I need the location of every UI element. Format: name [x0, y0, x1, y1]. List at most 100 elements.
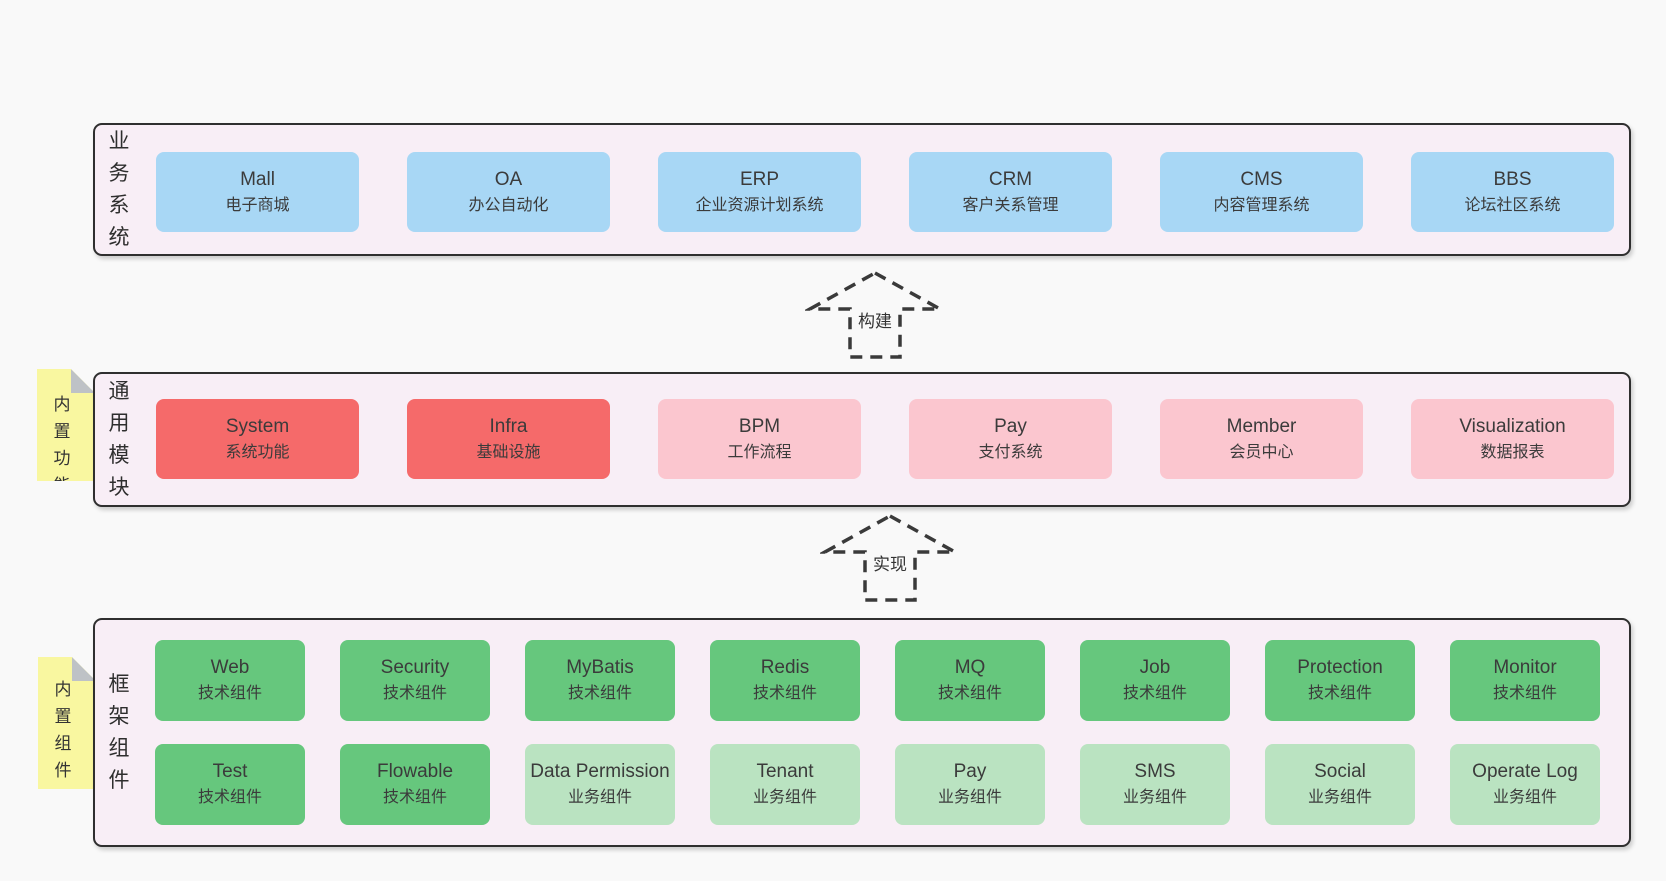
module-name: SMS: [1134, 761, 1176, 782]
module-name: OA: [494, 168, 523, 190]
module-subtitle: 基础设施: [476, 443, 541, 461]
module-subtitle: 技术组件: [382, 789, 447, 806]
sticky-note-label: 内置功能: [53, 395, 71, 495]
module-name: CRM: [988, 168, 1033, 190]
module-name: MQ: [954, 657, 986, 678]
module-subtitle: 业务组件: [567, 789, 632, 806]
module-subtitle: 论坛社区系统: [1464, 196, 1561, 214]
module-box-member: Member 会员中心: [1160, 399, 1363, 479]
module-box-oa: OA 办公自动化: [407, 152, 610, 232]
arrow-label: 构建: [853, 306, 897, 333]
module-box-pay: Pay 业务组件: [895, 744, 1045, 825]
module-subtitle: 工作流程: [727, 443, 792, 461]
section-label-vertical: 框架组件: [103, 620, 135, 845]
module-box-sms: SMS 业务组件: [1080, 744, 1230, 825]
module-subtitle: 支付系统: [978, 443, 1043, 461]
module-name: Redis: [760, 657, 810, 678]
module-subtitle: 系统功能: [225, 443, 290, 461]
module-name: ERP: [739, 168, 780, 190]
up-arrow-build-icon: 构建: [805, 270, 945, 360]
module-box-mq: MQ 技术组件: [895, 640, 1045, 721]
sticky-note-built-in-components: 内置组件: [38, 657, 96, 789]
folded-corner-icon: [71, 369, 95, 393]
module-name: Monitor: [1493, 657, 1557, 678]
module-subtitle: 技术组件: [197, 789, 262, 806]
module-subtitle: 客户关系管理: [962, 196, 1059, 214]
module-name: BBS: [1493, 168, 1532, 190]
module-name: Social: [1314, 761, 1366, 782]
section-label: 通用模块: [108, 379, 130, 499]
module-box-redis: Redis 技术组件: [710, 640, 860, 721]
module-subtitle: 数据报表: [1480, 443, 1545, 461]
module-subtitle: 技术组件: [197, 685, 262, 702]
module-box-security: Security 技术组件: [340, 640, 490, 721]
module-subtitle: 办公自动化: [468, 196, 549, 214]
module-box-flowable: Flowable 技术组件: [340, 744, 490, 825]
module-subtitle: 技术组件: [1492, 685, 1557, 702]
module-subtitle: 业务组件: [937, 789, 1002, 806]
sticky-note-label: 内置组件: [54, 680, 72, 780]
module-subtitle: 会员中心: [1229, 443, 1294, 461]
module-subtitle: 技术组件: [382, 685, 447, 702]
module-name: Job: [1139, 657, 1171, 678]
arrow-label: 实现: [868, 549, 912, 576]
module-subtitle: 业务组件: [1307, 789, 1372, 806]
module-subtitle: 技术组件: [1122, 685, 1187, 702]
section-common-modules: 通用模块 System 系统功能 Infra 基础设施 BPM 工作流程 Pay 支付系统 Me…: [93, 372, 1631, 507]
module-subtitle: 内容管理系统: [1213, 196, 1310, 214]
module-name: Tenant: [756, 761, 814, 782]
module-box-infra: Infra 基础设施: [407, 399, 610, 479]
dashed-up-arrow-icon: [820, 513, 960, 602]
module-name: Operate Log: [1472, 761, 1578, 782]
module-name: Security: [380, 657, 450, 678]
module-row: System 系统功能 Infra 基础设施 BPM 工作流程 Pay 支付系统 Member 会…: [156, 399, 1614, 479]
module-name: Data Permission: [530, 761, 670, 782]
module-subtitle: 技术组件: [1307, 685, 1372, 702]
module-name: Test: [212, 761, 248, 782]
dashed-up-arrow-icon: [805, 270, 945, 359]
module-name: Pay: [953, 761, 987, 782]
module-box-monitor: Monitor 技术组件: [1450, 640, 1600, 721]
sticky-note-built-in-features: 内置功能: [37, 369, 95, 481]
module-box-test: Test 技术组件: [155, 744, 305, 825]
module-subtitle: 技术组件: [752, 685, 817, 702]
module-name: CMS: [1240, 168, 1283, 190]
module-box-tenant: Tenant 业务组件: [710, 744, 860, 825]
module-box-cms: CMS 内容管理系统: [1160, 152, 1363, 232]
module-name: Infra: [489, 415, 528, 437]
module-box-protection: Protection 技术组件: [1265, 640, 1415, 721]
section-label: 框架组件: [108, 672, 130, 792]
module-subtitle: 业务组件: [1122, 789, 1187, 806]
module-subtitle: 业务组件: [752, 789, 817, 806]
section-label: 业务系统: [108, 129, 130, 249]
module-subtitle: 企业资源计划系统: [695, 196, 824, 214]
module-name: BPM: [738, 415, 781, 437]
module-box-mybatis: MyBatis 技术组件: [525, 640, 675, 721]
section-label-vertical: 通用模块: [103, 374, 135, 505]
module-subtitle: 技术组件: [937, 685, 1002, 702]
module-name: Visualization: [1459, 415, 1566, 437]
module-box-job: Job 技术组件: [1080, 640, 1230, 721]
module-name: System: [225, 415, 290, 437]
module-box-erp: ERP 企业资源计划系统: [658, 152, 861, 232]
module-box-crm: CRM 客户关系管理: [909, 152, 1112, 232]
module-box-bbs: BBS 论坛社区系统: [1411, 152, 1614, 232]
module-subtitle: 技术组件: [567, 685, 632, 702]
module-name: MyBatis: [566, 657, 634, 678]
module-name: Pay: [994, 415, 1027, 437]
module-box-bpm: BPM 工作流程: [658, 399, 861, 479]
module-name: Protection: [1297, 657, 1383, 678]
section-label-vertical: 业务系统: [103, 125, 135, 254]
module-box-pay: Pay 支付系统: [909, 399, 1112, 479]
module-name: Member: [1226, 415, 1297, 437]
module-name: Flowable: [376, 761, 454, 782]
module-box-data-permission: Data Permission 业务组件: [525, 744, 675, 825]
